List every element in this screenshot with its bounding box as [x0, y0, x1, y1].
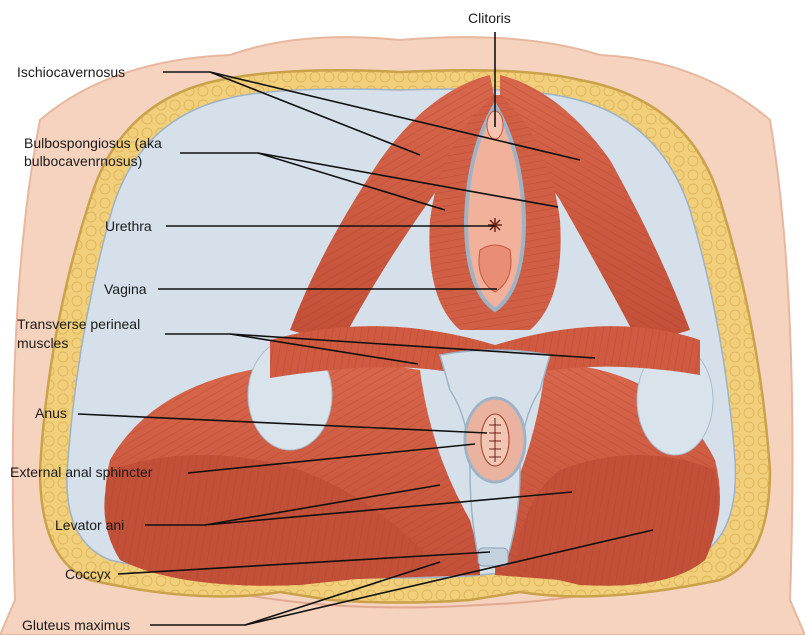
- label-coccyx: Coccyx: [65, 566, 111, 583]
- label-bulbospongiosus-line1: Bulbospongiosus (aka: [24, 135, 162, 152]
- label-transverse-line2: muscles: [17, 335, 68, 352]
- label-external-anal-sphincter: External anal sphincter: [10, 464, 152, 481]
- label-ischiocavernosus: Ischiocavernosus: [17, 64, 125, 81]
- urethra-opening: [488, 218, 502, 232]
- label-transverse-line1: Transverse perineal: [17, 316, 140, 333]
- label-urethra: Urethra: [105, 218, 152, 235]
- label-bulbospongiosus-line2: bulbocavenrnosus): [24, 153, 142, 170]
- coccyx: [478, 548, 508, 566]
- label-vagina: Vagina: [104, 281, 147, 298]
- label-clitoris: Clitoris: [468, 10, 511, 27]
- label-anus: Anus: [35, 405, 67, 422]
- label-gluteus-maximus: Gluteus maximus: [22, 617, 130, 634]
- label-levator-ani: Levator ani: [55, 517, 124, 534]
